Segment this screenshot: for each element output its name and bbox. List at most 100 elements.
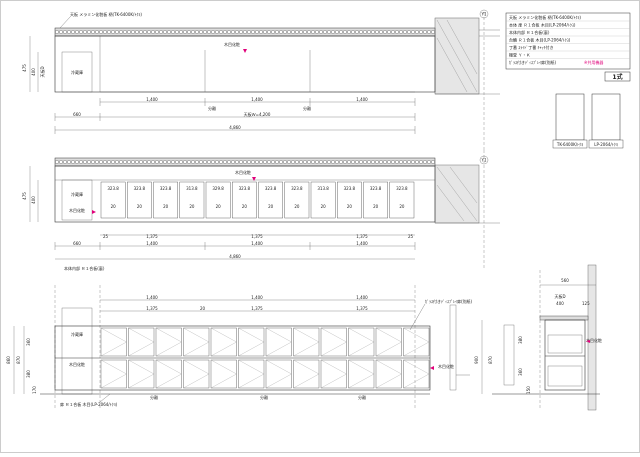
edge-bead (195, 160, 199, 164)
edge-bead (67, 160, 71, 164)
edge-bead (323, 160, 327, 164)
elev-dim-1375-c: 1,375 (356, 306, 368, 311)
elev-dim-1400-b: 1,400 (251, 295, 263, 300)
section-vdim-150: 150 (526, 386, 531, 394)
edge-bead (203, 30, 207, 34)
interior-cell-gap: 20 (347, 204, 353, 209)
cabinet-door (155, 359, 182, 389)
edge-bead (415, 160, 419, 164)
edge-bead (183, 160, 187, 164)
interior-cell-width: 323.8 (239, 186, 251, 191)
edge-bead (183, 30, 187, 34)
interior-cell-gap: 20 (399, 204, 405, 209)
interior-cell-width: 323.8 (107, 186, 119, 191)
edge-bead (119, 160, 123, 164)
interior-cell (310, 181, 336, 219)
edge-bead (331, 160, 335, 164)
edge-bead (155, 160, 159, 164)
edge-bead (187, 30, 191, 34)
edge-bead (99, 30, 103, 34)
section-dim-125: 125 (582, 301, 590, 306)
edge-bead (135, 30, 139, 34)
elev-vdim-860: 860 (6, 356, 11, 364)
dim-660: 660 (73, 112, 81, 117)
door-swing-mark (293, 359, 320, 389)
interior-cell (337, 181, 362, 219)
edge-bead (255, 160, 259, 164)
section-dim-560: 560 (561, 278, 569, 283)
edge-bead (115, 160, 119, 164)
edge-bead (347, 160, 351, 164)
edge-bead (363, 30, 367, 34)
edge-bead (371, 30, 375, 34)
edge-bead (399, 160, 403, 164)
door-material-label: 扉 Ｒ１合板 木目(LP-2064/ﾄｸﾖ) (60, 401, 118, 407)
interior-cell (153, 181, 178, 219)
swatch-countertop-label: TK-6400K/ﾄｸﾖ (556, 141, 583, 147)
edge-bead (295, 160, 299, 164)
door-swing-mark (238, 359, 265, 389)
plan-view-countertop: Y1 冷蔵庫 天板 メラミン化粧板 柄(TK-6400K/ﾄｸﾖ) 木目化粧 4… (22, 9, 500, 150)
refrigerator-elev (61, 307, 93, 395)
cabinet-door (348, 327, 375, 357)
edge-bead (367, 30, 371, 34)
edge-bead (243, 160, 247, 164)
section-dim-400: 400 (556, 301, 564, 306)
edge-bead (55, 30, 59, 34)
edge-bead (87, 30, 91, 34)
cabinet-doors (100, 327, 430, 389)
cabinet-door (210, 359, 237, 389)
edge-bead (283, 160, 287, 164)
cabinet-door (293, 359, 320, 389)
edge-bead (159, 160, 163, 164)
edge-bead (171, 30, 175, 34)
interior-cell (389, 181, 415, 219)
edge-bead (335, 30, 339, 34)
section-vdim-900: 900 (474, 356, 479, 364)
elev-separation-label: 分離 (150, 394, 158, 400)
edge-bead (239, 30, 243, 34)
cabinet-door (403, 359, 430, 389)
material-legend: 天板 メラミン化粧板 柄(TK-6400K/ﾄｸﾖ)本体 扉 Ｒ１合板 木目(L… (505, 12, 631, 149)
dim-left-c: 天板D (39, 66, 45, 77)
refrigerator-label: 冷蔵庫 (71, 69, 83, 75)
edge-bead (259, 30, 263, 34)
interior-cells: 323.820323.820323.820313.820329.820323.8… (100, 181, 415, 219)
edge-bead (147, 30, 151, 34)
legend-line: 天板 メラミン化粧板 柄(TK-6400K/ﾄｸﾖ) (509, 14, 581, 20)
edge-bead (251, 160, 255, 164)
section-depth-label: 天板D (554, 293, 565, 299)
glass-door-label: ｶﾞﾗｽ付きﾃﾞｨｽﾌﾟﾚｲ扉(別紙) (425, 298, 473, 304)
edge-bead (315, 160, 319, 164)
refrigerator-box (61, 51, 93, 93)
edge-bead (363, 160, 367, 164)
dim-1400-d: 1,400 (146, 241, 158, 246)
interior-cell-width: 313.8 (317, 186, 329, 191)
edge-bead (295, 30, 299, 34)
pointer-arrow-icon-2 (252, 177, 256, 181)
edge-bead (387, 30, 391, 34)
door-swing-mark (100, 359, 127, 389)
edge-bead (247, 30, 251, 34)
edge-bead (155, 30, 159, 34)
edge-bead (279, 30, 283, 34)
interior-cell (179, 181, 205, 219)
door-swing-mark (348, 327, 375, 357)
edge-bead (311, 160, 315, 164)
edge-bead (299, 160, 303, 164)
edge-bead (379, 160, 383, 164)
door-swing-mark (265, 359, 292, 389)
edge-bead (139, 160, 143, 164)
edge-bead (219, 160, 223, 164)
edge-bead (423, 30, 427, 34)
edge-bead (103, 160, 107, 164)
section-vdim-870: 870 (488, 356, 493, 364)
elev-dim-20: 20 (200, 306, 206, 311)
cabinet-door (403, 327, 430, 357)
edge-bead (267, 30, 271, 34)
door-swing-mark (183, 359, 210, 389)
wood-finish-label-2: 木目化粧 (235, 169, 251, 175)
edge-bead (207, 30, 211, 34)
